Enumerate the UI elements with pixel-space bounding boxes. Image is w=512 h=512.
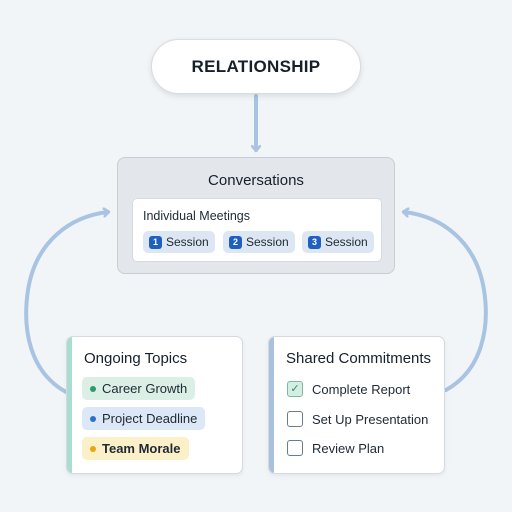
session-chip: 2 Session xyxy=(223,231,295,253)
topic-dot-icon xyxy=(90,445,96,452)
topic-label: Team Morale xyxy=(102,441,181,456)
topic-tag: Career Growth xyxy=(82,377,196,400)
commitment-item[interactable]: Review Plan xyxy=(287,440,384,456)
individual-meetings-panel: Individual Meetings 1 Session 2 Session … xyxy=(132,198,382,262)
topic-dot-icon xyxy=(90,415,96,422)
individual-meetings-title: Individual Meetings xyxy=(143,209,251,223)
checkbox-icon[interactable]: ✓ xyxy=(287,381,303,397)
ongoing-topics-title: Ongoing Topics xyxy=(84,350,188,367)
checkbox-icon[interactable] xyxy=(287,440,303,456)
topic-tag: Project Deadline xyxy=(82,407,206,430)
commitment-item[interactable]: ✓ Complete Report xyxy=(287,381,410,397)
session-number-badge: 3 xyxy=(308,235,321,249)
session-number-badge: 1 xyxy=(149,235,162,249)
topic-label: Project Deadline xyxy=(102,411,198,426)
shared-commitments-title: Shared Commitments xyxy=(286,350,432,367)
conversations-title: Conversations xyxy=(208,172,304,189)
session-label: Session xyxy=(166,235,209,249)
checkbox-icon[interactable] xyxy=(287,411,303,427)
session-number-badge: 2 xyxy=(229,235,242,249)
ongoing-topics-card: Ongoing Topics Career Growth Project Dea… xyxy=(66,336,243,474)
session-label: Session xyxy=(246,235,289,249)
relationship-label: RELATIONSHIP xyxy=(191,56,321,76)
commitment-label: Complete Report xyxy=(312,381,411,397)
card-accent-bar xyxy=(269,337,274,473)
commitment-label: Review Plan xyxy=(312,440,385,456)
topic-tag: Team Morale xyxy=(82,437,189,460)
shared-commitments-card: Shared Commitments ✓ Complete Report Set… xyxy=(268,336,445,474)
topic-dot-icon xyxy=(90,385,96,392)
relationship-node: RELATIONSHIP xyxy=(151,39,361,94)
arrow-topics-to-conversations xyxy=(24,212,108,394)
card-accent-bar xyxy=(67,337,72,473)
topic-label: Career Growth xyxy=(102,381,188,396)
commitment-item[interactable]: Set Up Presentation xyxy=(287,411,428,427)
session-chip: 1 Session xyxy=(143,231,215,253)
session-chip: 3 Session xyxy=(302,231,374,253)
session-label: Session xyxy=(325,235,368,249)
commitment-label: Set Up Presentation xyxy=(312,411,429,427)
arrow-commitments-to-conversations xyxy=(404,212,488,392)
conversations-node: Conversations Individual Meetings 1 Sess… xyxy=(117,157,395,274)
